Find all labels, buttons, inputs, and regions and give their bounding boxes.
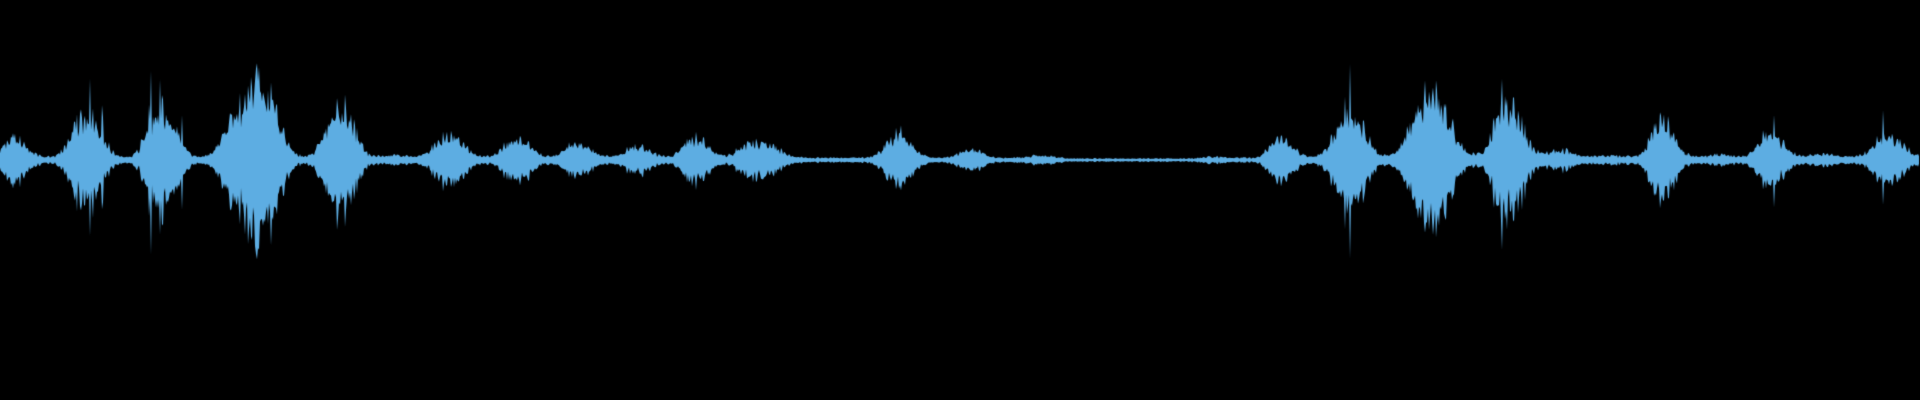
waveform-canvas[interactable] (0, 0, 1920, 400)
audio-waveform-display[interactable] (0, 0, 1920, 400)
